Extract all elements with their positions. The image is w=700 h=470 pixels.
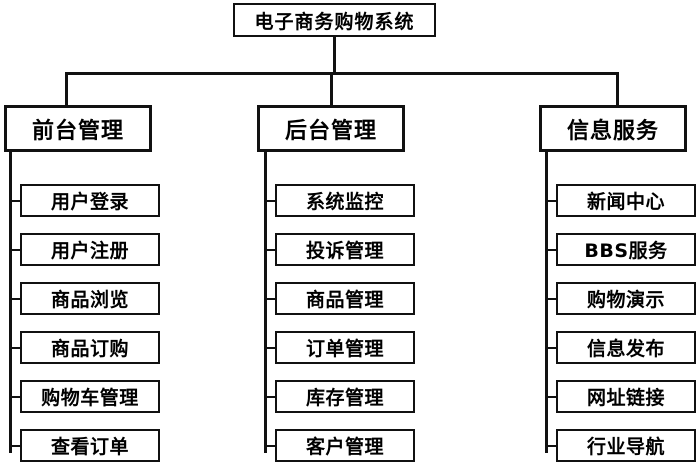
node-leaf-back-office-4[interactable]: 库存管理 <box>275 380 415 413</box>
connector-stub-front-office-3 <box>10 347 22 349</box>
connector-stub-back-office-2 <box>265 298 277 300</box>
node-leaf-front-office-0[interactable]: 用户登录 <box>20 184 160 217</box>
connector-stub-info-service-0 <box>546 200 558 202</box>
connector-root-vertical <box>333 37 336 74</box>
connector-stub-info-service-2 <box>546 298 558 300</box>
connector-stub-front-office-1 <box>10 249 22 251</box>
node-root[interactable]: 电子商务购物系统 <box>233 3 436 37</box>
node-leaf-front-office-3[interactable]: 商品订购 <box>20 331 160 364</box>
node-leaf-info-service-5[interactable]: 行业导航 <box>556 429 696 462</box>
node-leaf-info-service-2[interactable]: 购物演示 <box>556 282 696 315</box>
node-leaf-back-office-3[interactable]: 订单管理 <box>275 331 415 364</box>
connector-stub-front-office-4 <box>10 396 22 398</box>
node-leaf-front-office-5[interactable]: 查看订单 <box>20 429 160 462</box>
connector-stub-front-office-2 <box>10 298 22 300</box>
node-leaf-front-office-1[interactable]: 用户注册 <box>20 233 160 266</box>
node-branch-info-service[interactable]: 信息服务 <box>539 105 687 152</box>
node-leaf-back-office-1[interactable]: 投诉管理 <box>275 233 415 266</box>
connector-stub-info-service-4 <box>546 396 558 398</box>
connector-stub-info-service-1 <box>546 249 558 251</box>
node-leaf-info-service-3[interactable]: 信息发布 <box>556 331 696 364</box>
connector-drop-back-office <box>330 72 333 106</box>
connector-drop-info-service <box>616 72 619 106</box>
node-leaf-info-service-1[interactable]: BBS服务 <box>556 233 696 266</box>
connector-stub-back-office-1 <box>265 249 277 251</box>
connector-stub-front-office-0 <box>10 200 22 202</box>
node-leaf-front-office-2[interactable]: 商品浏览 <box>20 282 160 315</box>
node-leaf-info-service-0[interactable]: 新闻中心 <box>556 184 696 217</box>
connector-stub-front-office-5 <box>10 445 22 447</box>
node-branch-back-office[interactable]: 后台管理 <box>257 105 405 152</box>
connector-stub-back-office-5 <box>265 445 277 447</box>
connector-spine-info-service <box>545 152 548 453</box>
connector-spine-front-office <box>9 152 12 453</box>
node-leaf-front-office-4[interactable]: 购物车管理 <box>20 380 160 413</box>
connector-spine-back-office <box>264 152 267 453</box>
connector-stub-back-office-4 <box>265 396 277 398</box>
node-leaf-info-service-4[interactable]: 网址链接 <box>556 380 696 413</box>
connector-stub-back-office-3 <box>265 347 277 349</box>
connector-horizontal-bus <box>65 72 618 75</box>
node-leaf-back-office-0[interactable]: 系统监控 <box>275 184 415 217</box>
connector-stub-back-office-0 <box>265 200 277 202</box>
node-leaf-back-office-5[interactable]: 客户管理 <box>275 429 415 462</box>
node-leaf-back-office-2[interactable]: 商品管理 <box>275 282 415 315</box>
connector-stub-info-service-5 <box>546 445 558 447</box>
connector-drop-front-office <box>65 72 68 106</box>
node-branch-front-office[interactable]: 前台管理 <box>4 105 152 152</box>
connector-stub-info-service-3 <box>546 347 558 349</box>
